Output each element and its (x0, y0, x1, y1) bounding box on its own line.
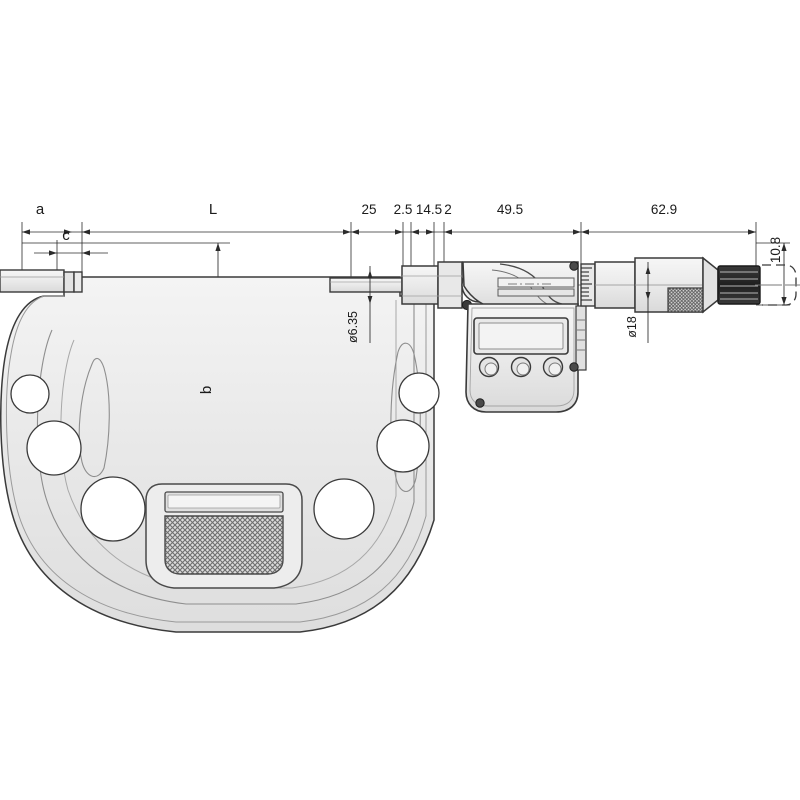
micrometer-frame (0, 276, 435, 633)
diameter-leaders (369, 262, 649, 343)
dim-label-a: a (36, 201, 45, 218)
thimble[interactable] (634, 256, 719, 314)
dim-label-14-5: 14.5 (416, 202, 442, 217)
dim-label-10-8: 10.8 (768, 237, 783, 263)
ratchet-stop-knob[interactable] (717, 264, 800, 306)
dim-label-c: c (62, 227, 70, 244)
origin-button[interactable] (478, 356, 500, 378)
dim-label-2: 2 (444, 202, 452, 217)
spindle-boss (401, 261, 463, 309)
graduated-sleeve (580, 261, 636, 309)
dimension-10-8-line (781, 243, 787, 305)
zero-button[interactable] (510, 356, 532, 378)
dimension-lines-primary (22, 231, 756, 254)
control-buttons[interactable] (478, 356, 564, 378)
measuring-spindle (329, 277, 403, 293)
measuring-anvil (0, 269, 83, 293)
dim-label-dia-18: ø18 (625, 316, 639, 338)
frame-lightening-holes (10, 372, 440, 542)
housing-screws (475, 261, 579, 408)
dim-label-49-5: 49.5 (497, 202, 523, 217)
dim-label-dia-6-35: ø6.35 (346, 311, 360, 343)
sleeve-graduations (581, 267, 592, 301)
mode-button[interactable] (542, 356, 564, 378)
lcd-display (473, 317, 569, 355)
dim-label-L: L (209, 201, 217, 218)
dim-label-62-9: 62.9 (651, 202, 677, 217)
heat-insulating-pad (145, 483, 303, 589)
dim-label-b: b (198, 386, 215, 394)
diameter-leader-arrows (367, 266, 651, 304)
dim-label-2-5: 2.5 (394, 202, 413, 217)
dim-label-25: 25 (361, 202, 376, 217)
dimension-arrowheads (22, 229, 756, 256)
